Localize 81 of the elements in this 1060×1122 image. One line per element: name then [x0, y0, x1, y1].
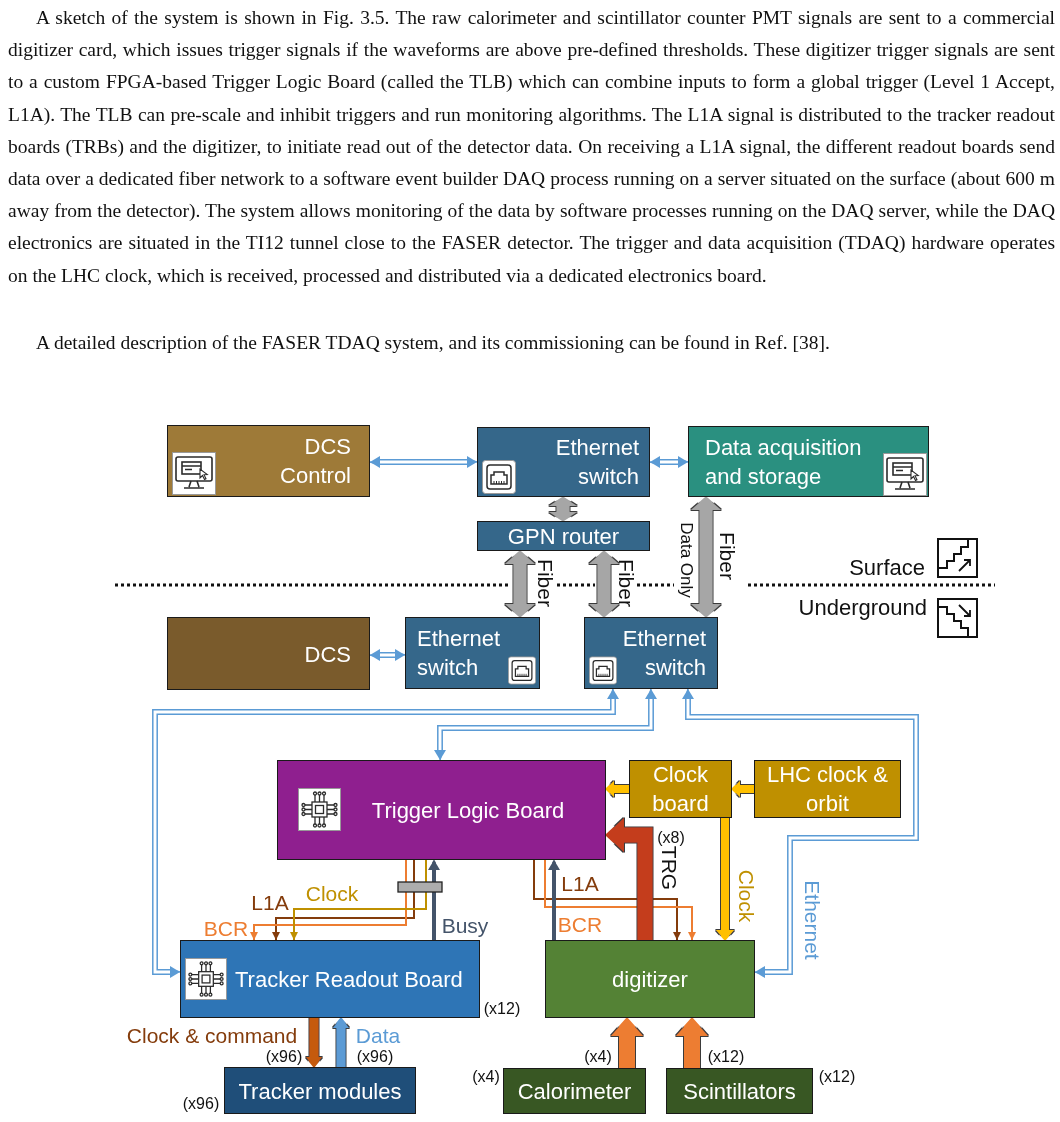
block-arrow — [589, 551, 619, 617]
multiplicity-label: (x8) — [657, 828, 685, 846]
component-label: Tracker modules — [237, 1077, 403, 1105]
multiplicity-label: (x96) — [182, 1094, 220, 1114]
component-box — [180, 940, 480, 1018]
component-label: Ethernet switch — [554, 434, 639, 491]
component-box — [224, 1067, 416, 1114]
block-arrow — [691, 497, 721, 617]
block-arrow — [732, 781, 754, 797]
double-line-arrow — [369, 456, 478, 468]
edge-label: Clock & command — [126, 1023, 298, 1049]
component-label: Data acquisition and storage — [705, 433, 863, 491]
multiplicity-label: (x96) — [356, 1047, 394, 1067]
body-paragraph: A detailed description of the FASER TDAQ system, and its commissioning can be found in Ref. [38]. — [35, 331, 831, 355]
component-box — [277, 760, 606, 860]
block-arrow — [505, 551, 535, 617]
multiplicity-label: (x96) — [265, 1047, 303, 1067]
edge-label: Busy — [441, 913, 489, 939]
signal-arrow — [548, 860, 560, 940]
component-label: Ethernet switch — [417, 625, 502, 682]
edge-label: Clock — [734, 869, 759, 923]
multiplicity-label: (x12) — [483, 999, 521, 1019]
level-label: Underground — [798, 595, 927, 621]
multiplicity-label: (x4) — [584, 1047, 612, 1067]
signal-arrow — [544, 859, 696, 941]
component-label: digitizer — [611, 965, 689, 994]
double-line-arrow — [369, 649, 406, 661]
component-box — [167, 425, 370, 497]
component-box — [477, 427, 650, 497]
block-arrow — [716, 818, 734, 940]
component-label: LHC clock & orbit — [766, 761, 889, 818]
double-line-arrow — [649, 456, 689, 468]
block-arrow — [549, 497, 577, 521]
component-box — [503, 1068, 646, 1114]
component-label: Calorimeter — [517, 1077, 632, 1106]
component-box — [545, 940, 755, 1018]
edge-label: BCR — [557, 912, 603, 938]
edge-label: Ethernet — [800, 880, 825, 960]
component-label: Scintillators — [682, 1077, 797, 1106]
multiplicity-label: (x12) — [818, 1067, 856, 1087]
edge-label: L1A — [561, 871, 599, 897]
component-label: DCS — [303, 640, 351, 668]
double-line-arrow — [682, 688, 919, 978]
edge-label: Fiber — [715, 532, 740, 580]
component-label: Clock board — [651, 761, 710, 818]
component-box — [754, 760, 901, 818]
component-box — [584, 617, 718, 689]
edge-label: Data — [355, 1023, 401, 1049]
component-label: Ethernet switch — [621, 625, 706, 682]
double-line-arrow — [434, 688, 657, 761]
component-label: Tracker Readout Board — [235, 965, 464, 994]
edge-label: BCR — [203, 916, 249, 942]
double-line-arrow — [152, 688, 619, 978]
edge-label: Clock — [305, 881, 359, 907]
edge-label: L1A — [251, 890, 289, 916]
block-arrow — [333, 1018, 349, 1067]
block-arrow — [606, 781, 629, 797]
block-arrow — [611, 1018, 643, 1068]
component-box — [167, 617, 370, 690]
edge-label: Fiber — [533, 559, 558, 607]
multiplicity-label: (x12) — [707, 1047, 745, 1067]
level-label: Surface — [849, 555, 925, 581]
edge-label: TRG — [657, 845, 682, 891]
body-paragraph: A sketch of the system is shown in Fig. 3.5. The raw calorimeter and scintillator counter PMT signals are sent to a commercial digitizer card, which issues trigger signals if the waveforms are above pre-defined thresholds. These digitizer trigger signals are sent to a custom FPGA-based Trigger Logic Board (called the TLB) which can combine inputs to form a global trigger (Level 1 Accept, L1A). The TLB can pre-scale and inhibit triggers and run monitoring algorithms. The L1A signal is distributed to the tracker readout boards (TRBs) and the digitizer, to initiate read out of the detector data. On receiving a L1A signal, the different readout boards send data over a dedicated fiber network to a software event builder DAQ process running on a server situated on the surface (about 600 m away from the detector). The system allows monitoring of the data by software processes running on the DAQ server, while the DAQ electronics are situated in the TI12 tunnel close to the FASER detector. The trigger and data acquisition (TDAQ) hardware operates on the LHC clock, which is received, processed and distributed via a dedicated electronics board. — [8, 6, 1055, 288]
signal-arrow — [533, 859, 681, 941]
component-box — [477, 521, 650, 551]
component-label: GPN router — [507, 522, 620, 551]
signal-arrow — [428, 860, 440, 940]
multiplicity-label: (x4) — [472, 1067, 500, 1087]
component-label: DCS Control — [279, 433, 351, 490]
component-label: Trigger Logic Board — [371, 796, 565, 825]
signal-arrow — [250, 859, 407, 941]
component-box — [688, 426, 929, 497]
component-box — [405, 617, 540, 689]
block-arrow — [676, 1018, 708, 1068]
signal-arrow — [272, 859, 415, 941]
fiber-note: Data Only — [676, 522, 696, 598]
component-box — [666, 1068, 813, 1114]
signal-arrow — [290, 859, 427, 941]
component-box — [629, 760, 732, 818]
edge-label: Fiber — [614, 559, 639, 607]
